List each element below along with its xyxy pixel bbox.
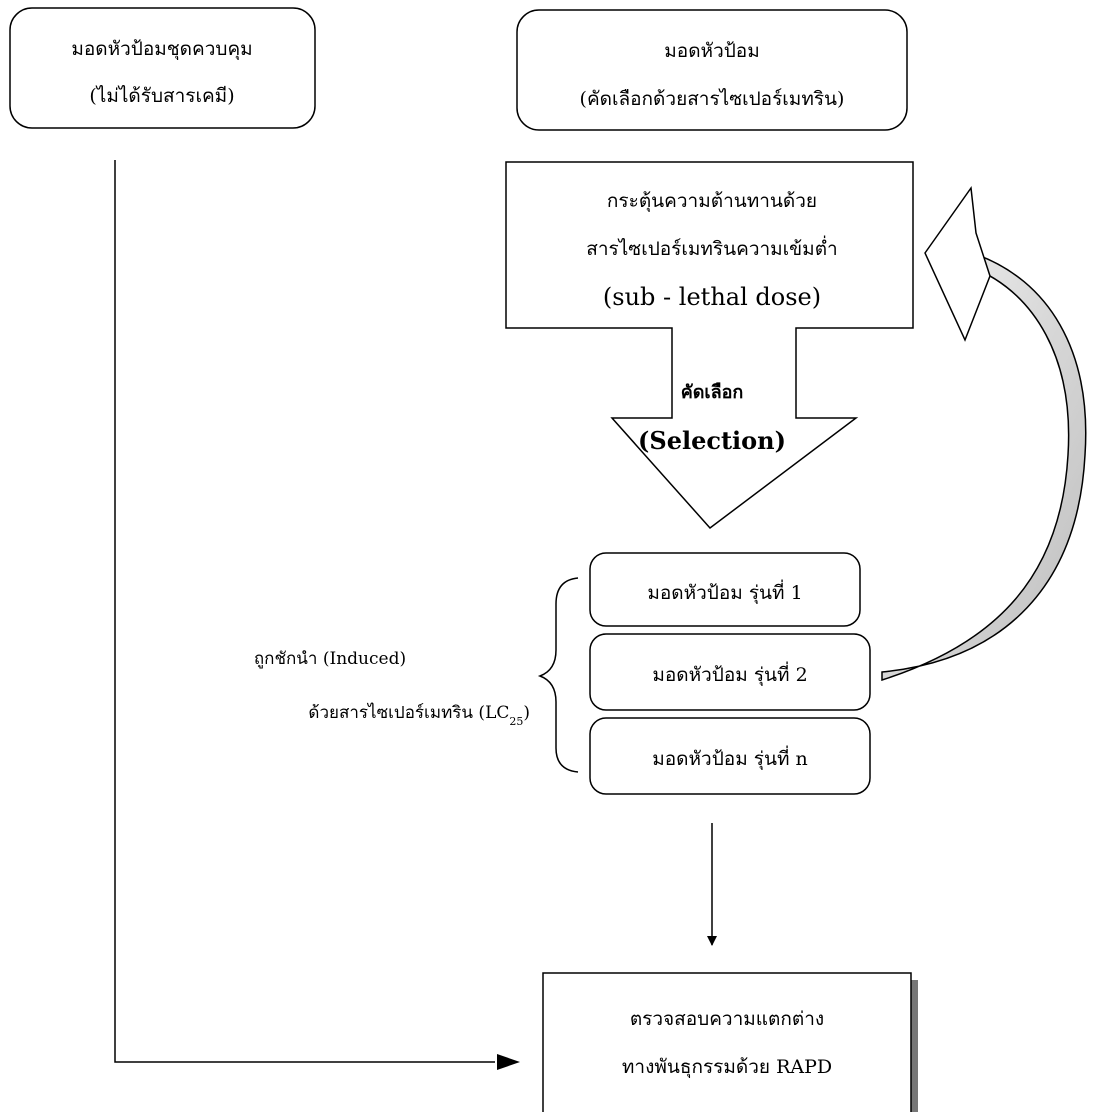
control-group-label-line2: (ไม่ได้รับสารเคมี) (89, 85, 234, 107)
generation-n-box: มอดหัวป้อม รุ่นที่ n (589, 717, 871, 795)
induced-subscript: 25 (509, 715, 523, 728)
control-to-rapd-arrowhead (497, 1054, 520, 1070)
induced-suffix: ) (523, 703, 530, 723)
selection-label-thai: คัดเลือก (681, 382, 744, 403)
selected-strain-label-line2: (คัดเลือกด้วยสารไซเปอร์เมทริน) (580, 88, 845, 110)
induce-label-line3: (sub - lethal dose) (603, 283, 821, 311)
selected-strain-label-line1: มอดหัวป้อม (664, 40, 759, 62)
rapd-label-line2: ทางพันธุกรรมด้วย RAPD (622, 1056, 832, 1079)
control-group-label-line1: มอดหัวป้อมชุดควบคุม (71, 38, 252, 61)
selection-arrow: กระตุ้นความต้านทานด้วย สารไซเปอร์เมทรินค… (505, 161, 914, 530)
rapd-label-line1: ตรวจสอบความแตกต่าง (630, 1008, 824, 1030)
induced-label-line1: ถูกชักนำ (Induced) (254, 649, 406, 669)
induce-label-line2: สารไซเปอร์เมทรินความเข้มต่ำ (586, 235, 837, 260)
generation-1-label: มอดหัวป้อม รุ่นที่ 1 (647, 579, 802, 605)
rapd-box: ตรวจสอบความแตกต่าง ทางพันธุกรรมด้วย RAPD (542, 972, 918, 1112)
generation-2-box: มอดหัวป้อม รุ่นที่ 2 (589, 633, 871, 711)
generation-brace (537, 577, 579, 773)
generation-n-label: มอดหัวป้อม รุ่นที่ n (652, 745, 808, 771)
feedback-curved-arrow (881, 185, 1087, 682)
induced-label-line2: ด้วยสารไซเปอร์เมทริน (LC25) (308, 702, 530, 728)
selected-strain-box: มอดหัวป้อม (คัดเลือกด้วยสารไซเปอร์เมทริน… (516, 9, 908, 131)
generation-1-box: มอดหัวป้อม รุ่นที่ 1 (589, 552, 861, 627)
generation-2-label: มอดหัวป้อม รุ่นที่ 2 (652, 661, 807, 687)
induced-prefix: ด้วยสารไซเปอร์เมทริน (LC (308, 702, 509, 723)
control-group-box: มอดหัวป้อมชุดควบคุม (ไม่ได้รับสารเคมี) (9, 7, 316, 129)
induce-label-line1: กระตุ้นความต้านทานด้วย (607, 190, 817, 213)
selection-label-english: (Selection) (638, 426, 786, 455)
control-to-rapd-line (114, 160, 495, 1063)
